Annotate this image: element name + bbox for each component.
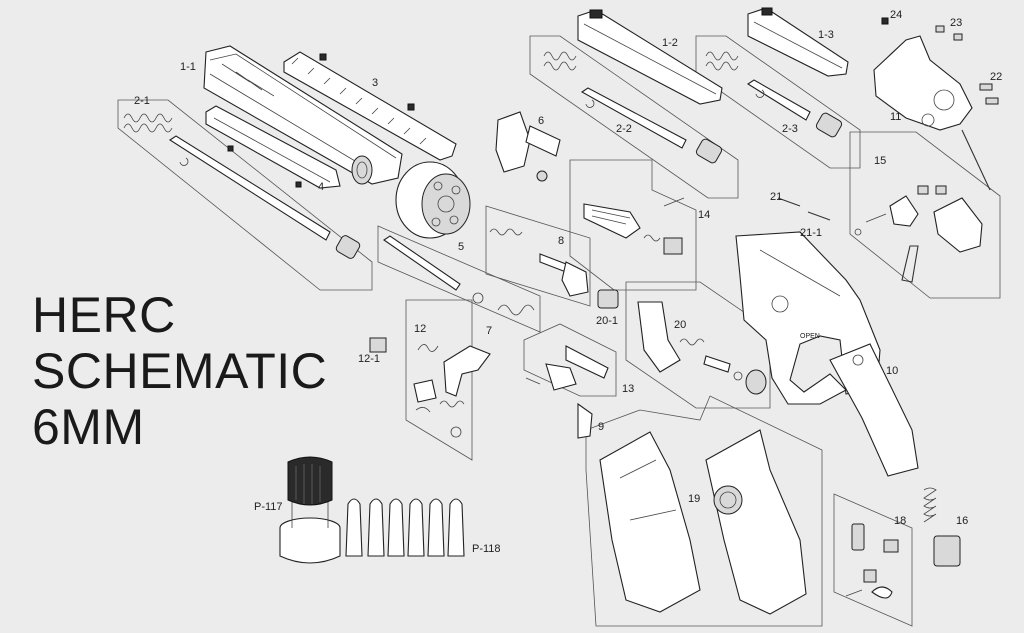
panel-frames bbox=[117, 35, 1001, 627]
cylinder-stop-13 bbox=[525, 345, 609, 439]
label-21-1: 21-1 bbox=[800, 227, 822, 239]
label-4: 4 bbox=[318, 181, 324, 193]
label-6: 6 bbox=[538, 115, 544, 127]
pins-21 bbox=[777, 197, 831, 221]
trigger-group-14 bbox=[583, 197, 685, 255]
panel-14 bbox=[569, 159, 697, 291]
label-9: 9 bbox=[598, 421, 604, 433]
label-15: 15 bbox=[874, 155, 886, 167]
slide-1-2 bbox=[543, 9, 723, 164]
panel-18 bbox=[833, 493, 913, 627]
panel-barrel-2-1 bbox=[117, 99, 373, 291]
panel-barrel-2-2 bbox=[529, 35, 739, 199]
cylinder-5 bbox=[395, 161, 471, 239]
trigger-12 bbox=[369, 337, 491, 438]
label-21: 21 bbox=[770, 191, 782, 203]
label-24: 24 bbox=[890, 9, 902, 21]
shells-p118 bbox=[345, 498, 465, 557]
part-labels: 1-1 3 2-1 4 5 6 2-2 1-2 1-3 2-3 24 23 22… bbox=[134, 9, 1002, 555]
label-13: 13 bbox=[622, 383, 634, 395]
small-parts-18 bbox=[845, 523, 899, 599]
label-8: 8 bbox=[558, 235, 564, 247]
label-5: 5 bbox=[458, 241, 464, 253]
label-12-1: 12-1 bbox=[358, 353, 380, 365]
label-16: 16 bbox=[956, 515, 968, 527]
latch-20 bbox=[597, 289, 767, 395]
label-open-marking: OPEN bbox=[800, 333, 820, 340]
label-2-2: 2-2 bbox=[616, 123, 632, 135]
frame-10 bbox=[735, 231, 919, 477]
label-11: 11 bbox=[890, 111, 901, 123]
panel-15 bbox=[849, 131, 1001, 299]
label-p117: P-117 bbox=[254, 501, 283, 513]
label-18: 18 bbox=[894, 515, 906, 527]
label-3: 3 bbox=[372, 77, 378, 89]
co2-cap-p117 bbox=[279, 456, 341, 564]
grips-19 bbox=[599, 429, 807, 615]
label-20: 20 bbox=[674, 319, 686, 331]
label-23: 23 bbox=[950, 17, 962, 29]
valve-assembly-6 bbox=[495, 111, 561, 182]
label-p118: P-118 bbox=[472, 543, 501, 555]
label-22: 22 bbox=[990, 71, 1002, 83]
label-1-2: 1-2 bbox=[662, 37, 678, 49]
label-1-3: 1-3 bbox=[818, 29, 834, 41]
label-2-3: 2-3 bbox=[782, 123, 798, 135]
hammer-group-15 bbox=[854, 185, 983, 283]
title-line-1: HERC bbox=[32, 287, 176, 343]
label-19: 19 bbox=[688, 493, 700, 505]
panel-13 bbox=[523, 323, 617, 397]
panel-19 bbox=[585, 395, 823, 627]
label-14: 14 bbox=[698, 209, 710, 221]
label-7: 7 bbox=[486, 325, 492, 337]
panel-7 bbox=[377, 225, 541, 333]
label-1-1: 1-1 bbox=[180, 61, 196, 73]
upper-shroud-1-1 bbox=[203, 45, 403, 185]
label-2-1: 2-1 bbox=[134, 95, 150, 107]
title-line-3: 6MM bbox=[32, 399, 145, 455]
hammer-assembly-8 bbox=[489, 228, 589, 297]
panel-12 bbox=[405, 299, 473, 461]
spring-16 bbox=[923, 487, 961, 567]
rail-3 bbox=[283, 51, 457, 161]
title-line-2: SCHEMATIC bbox=[32, 343, 328, 399]
inner-barrel-2-1 bbox=[123, 113, 361, 259]
panel-8 bbox=[485, 205, 591, 307]
label-20-1: 20-1 bbox=[596, 315, 618, 327]
cylinder-axle-7 bbox=[383, 235, 535, 316]
label-12: 12 bbox=[414, 323, 426, 335]
slide-1-3 bbox=[705, 7, 849, 138]
label-10: 10 bbox=[886, 365, 898, 377]
frame-plate-11 bbox=[873, 17, 999, 191]
lower-shroud-4 bbox=[205, 105, 341, 189]
panel-20 bbox=[625, 281, 771, 409]
